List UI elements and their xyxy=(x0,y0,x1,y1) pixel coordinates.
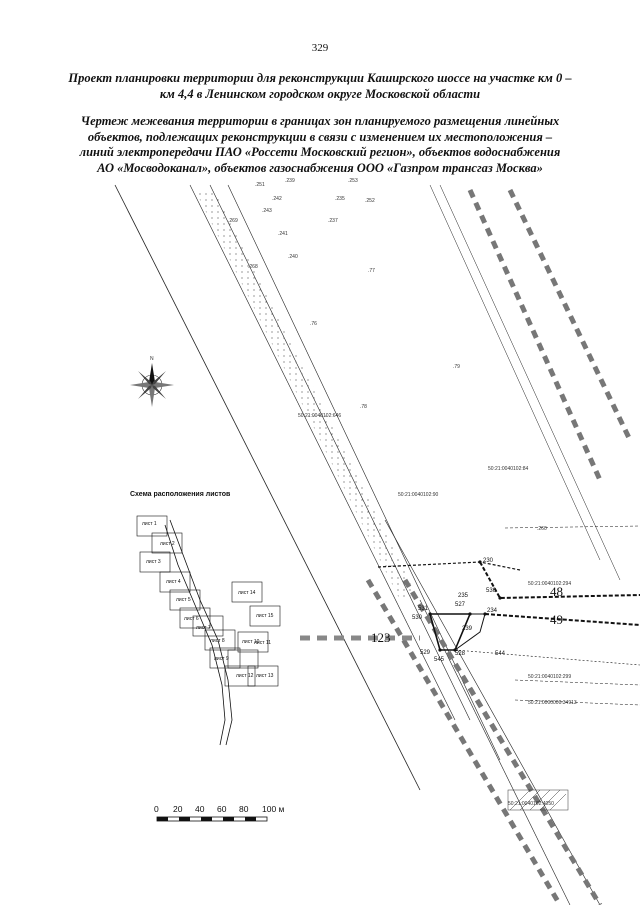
drawing-subtitle: Чертеж межевания территории в границах з… xyxy=(79,114,561,175)
svg-text:лист 14: лист 14 xyxy=(238,590,256,596)
svg-text:лист 6: лист 6 xyxy=(184,616,199,622)
svg-text:.260: .260 xyxy=(537,526,547,532)
svg-text:лист 12: лист 12 xyxy=(236,673,254,679)
road-lines xyxy=(114,184,621,905)
svg-text:.242: .242 xyxy=(272,196,282,202)
svg-text:50:21:0040102:646: 50:21:0040102:646 xyxy=(298,413,341,419)
scale-bar: 0 20 40 60 80 100 м xyxy=(154,804,285,822)
svg-text:.235: .235 xyxy=(335,196,345,202)
zone-boundary-dashed xyxy=(365,188,633,905)
svg-text:.252: .252 xyxy=(365,198,375,204)
svg-text:529: 529 xyxy=(420,650,431,656)
svg-text:.269: .269 xyxy=(228,218,238,224)
svg-text:лист 10: лист 10 xyxy=(242,639,260,645)
svg-text:530: 530 xyxy=(412,615,423,621)
svg-text:.268: .268 xyxy=(248,264,258,270)
svg-text:.77: .77 xyxy=(368,268,375,274)
svg-text:20: 20 xyxy=(173,804,183,814)
svg-text:лист 4: лист 4 xyxy=(166,579,181,585)
svg-text:50:21:0000000:34913: 50:21:0000000:34913 xyxy=(528,700,577,706)
svg-text:лист 15: лист 15 xyxy=(256,613,274,619)
svg-text:50:21:0040102:4050: 50:21:0040102:4050 xyxy=(508,801,554,807)
svg-text:60: 60 xyxy=(217,804,227,814)
svg-text:.253: .253 xyxy=(348,178,358,184)
document-title: Проект планировки территории для реконст… xyxy=(68,71,572,101)
svg-text:531: 531 xyxy=(418,606,429,612)
svg-text:лист 7: лист 7 xyxy=(196,625,211,631)
svg-text:Схема расположения листов: Схема расположения листов xyxy=(130,491,231,498)
svg-text:лист 11: лист 11 xyxy=(254,640,271,646)
svg-text:.76: .76 xyxy=(310,321,317,327)
svg-text:528: 528 xyxy=(455,651,466,657)
svg-text:527: 527 xyxy=(455,602,466,608)
svg-text:.240: .240 xyxy=(288,254,298,260)
svg-text:лист 5: лист 5 xyxy=(176,597,191,603)
zone-48-label: 48 xyxy=(550,584,563,599)
svg-text:234: 234 xyxy=(487,608,498,614)
svg-text:.79: .79 xyxy=(453,364,460,370)
svg-text:80: 80 xyxy=(239,804,249,814)
svg-text:.237: .237 xyxy=(328,218,338,224)
svg-text:239: 239 xyxy=(462,626,473,632)
cadastral-labels: 50:21:0040102:646 50:21:0040102:84 50:21… xyxy=(298,413,577,807)
svg-text:лист 3: лист 3 xyxy=(146,559,161,565)
sheet-scheme: Схема расположения листов лист 1 лист 2 … xyxy=(130,491,281,746)
dotted-road-band xyxy=(195,190,420,600)
svg-text:100 м: 100 м xyxy=(262,804,285,814)
svg-text:50:21:0040102:294: 50:21:0040102:294 xyxy=(528,581,571,587)
north-label: N xyxy=(150,356,154,362)
svg-text:лист 13: лист 13 xyxy=(256,673,274,679)
svg-text:лист 9: лист 9 xyxy=(214,656,229,662)
svg-text:лист 2: лист 2 xyxy=(160,541,175,547)
svg-text:.243: .243 xyxy=(262,208,272,214)
svg-text:.239: .239 xyxy=(285,178,295,184)
zone-49-label: 49 xyxy=(550,612,563,627)
svg-text:50:21:0040102:299: 50:21:0040102:299 xyxy=(528,674,571,680)
svg-text:лист 8: лист 8 xyxy=(210,638,225,644)
svg-text:235: 235 xyxy=(458,593,469,599)
svg-text:лист 1: лист 1 xyxy=(142,521,157,527)
svg-text:.78: .78 xyxy=(360,404,367,410)
svg-text:40: 40 xyxy=(195,804,205,814)
svg-text:230: 230 xyxy=(483,558,494,564)
svg-text:536: 536 xyxy=(486,588,497,594)
svg-text:50:21:0040102:90: 50:21:0040102:90 xyxy=(398,492,439,498)
point-numbers: .251 .239 .253 .243 .235 .252 .242 .237 … xyxy=(228,178,547,532)
svg-text:545: 545 xyxy=(434,657,445,663)
svg-text:.251: .251 xyxy=(255,182,265,188)
page-number: 329 xyxy=(311,42,329,54)
svg-text:0: 0 xyxy=(154,804,159,814)
hatched-parcel xyxy=(507,789,569,811)
svg-text:.241: .241 xyxy=(278,231,288,237)
boundary-points: 230 536 235 531 527 234 530 529 239 545 … xyxy=(412,558,506,663)
svg-text:544: 544 xyxy=(495,651,506,657)
compass-rose: N xyxy=(130,356,174,407)
svg-text:50:21:0040102:84: 50:21:0040102:84 xyxy=(488,466,529,472)
zone-123-label: 123 xyxy=(371,630,391,645)
